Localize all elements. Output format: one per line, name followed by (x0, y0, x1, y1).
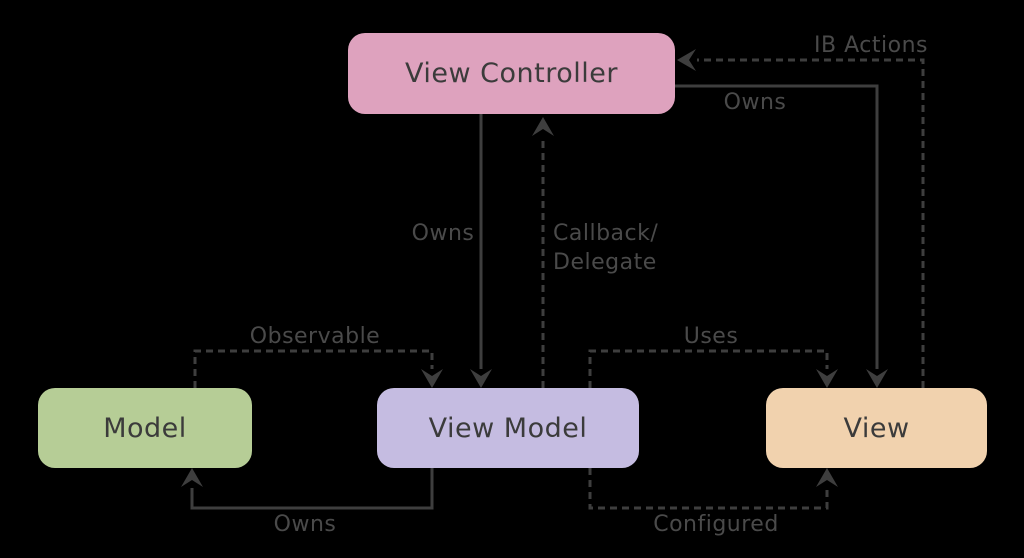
arrowhead-down-view-uses (816, 369, 838, 388)
arrowhead-down-view-owns (866, 369, 888, 388)
node-model: Model (38, 388, 252, 468)
node-view-model-label: View Model (428, 412, 588, 444)
edge-label-owns-vc-viewmodel: Owns (411, 221, 475, 246)
edge-label-observable: Observable (249, 324, 381, 349)
edge-label-configured: Configured (653, 512, 779, 537)
node-view: View (766, 388, 987, 468)
arrowhead-up-model-owns (181, 468, 203, 487)
node-model-label: Model (103, 412, 187, 444)
edge-configured-viewmodel-to-view (588, 468, 829, 510)
edge-uses-viewmodel-to-view (588, 349, 829, 388)
arrowhead-up-vc-callback (532, 117, 554, 136)
arrowhead-down-viewmodel-observable (421, 369, 443, 388)
edge-label-callback-delegate: Callback/ Delegate (553, 221, 659, 275)
edge-observable-model-to-viewmodel (193, 349, 434, 388)
node-view-label: View (843, 412, 910, 444)
node-view-controller-label: View Controller (405, 58, 618, 89)
arrowhead-down-viewmodel-owns (470, 369, 492, 388)
arrowhead-left-vc-ibactions (677, 49, 696, 71)
node-view-controller: View Controller (348, 33, 675, 114)
edge-label-uses: Uses (683, 324, 739, 349)
edge-label-owns-vc-view: Owns (723, 90, 787, 115)
edge-label-owns-viewmodel-model: Owns (273, 512, 337, 537)
arrowhead-up-view-configured (816, 468, 838, 487)
edge-label-ib-actions: IB Actions (814, 33, 928, 58)
edge-ibactions-view-to-vc (697, 58, 925, 388)
edge-owns-vc-to-view (675, 84, 879, 369)
edge-owns-viewmodel-to-model (190, 468, 434, 510)
node-view-model: View Model (377, 388, 639, 468)
